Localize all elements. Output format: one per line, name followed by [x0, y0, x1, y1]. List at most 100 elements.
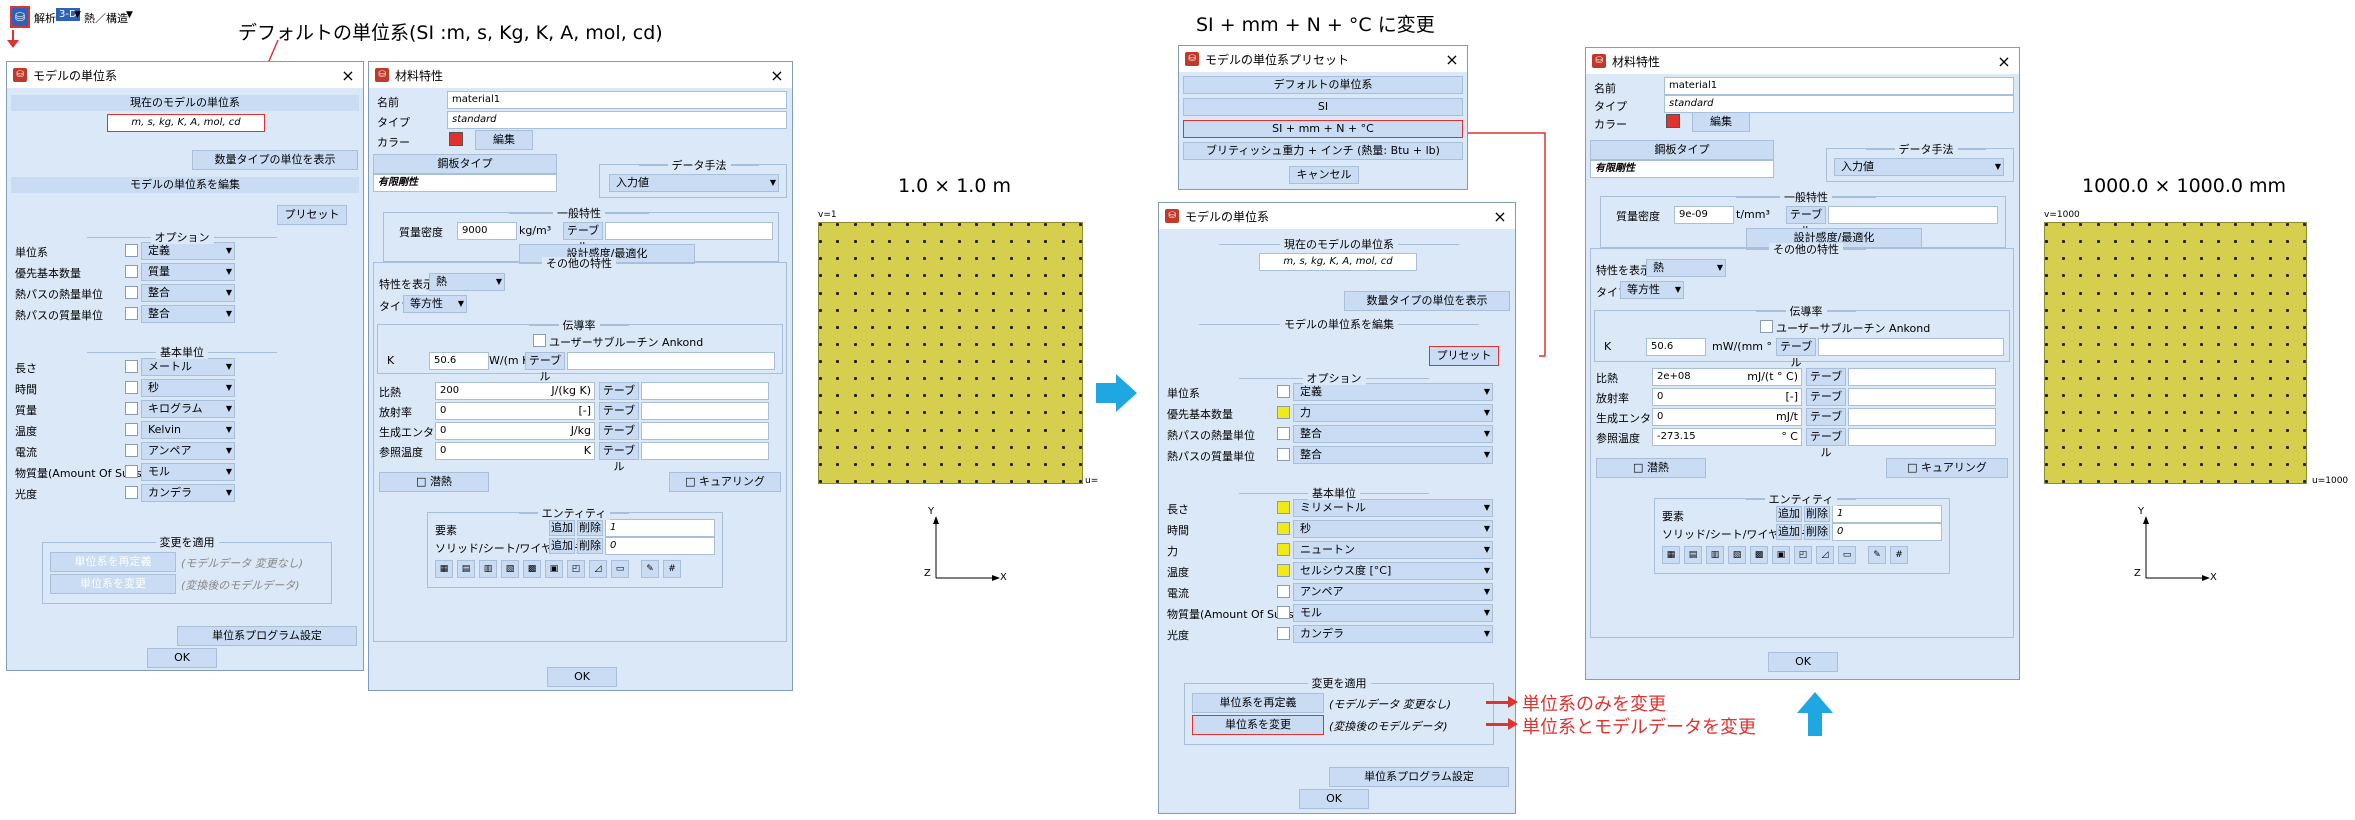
preset-si-mm-n-c[interactable]: SI + mm + N + °C	[1183, 120, 1463, 138]
select-node-icon[interactable]: ▧	[501, 560, 519, 578]
k-table-button[interactable]: テーブル	[525, 352, 565, 383]
property-value[interactable]: -273.15	[1652, 428, 1802, 446]
density-table-button[interactable]: テーブル	[1786, 206, 1826, 237]
unit-row-checkbox[interactable]	[125, 265, 138, 278]
close-icon[interactable]: ×	[770, 65, 784, 85]
thermal-dropdown-icon[interactable]: ▼	[126, 10, 133, 20]
unit-row-checkbox[interactable]	[125, 307, 138, 320]
unit-row-checkbox[interactable]	[1277, 448, 1290, 461]
property-table-button[interactable]: テーブル	[1806, 408, 1846, 439]
unit-row-checkbox[interactable]	[125, 465, 138, 478]
shell-type-button[interactable]: 鋼板タイプ	[373, 154, 557, 174]
unit-row-checkbox[interactable]	[125, 423, 138, 436]
unit-row-checkbox[interactable]	[1277, 522, 1290, 535]
property-value[interactable]: 200	[435, 382, 595, 400]
thermal-structure-label[interactable]: 熱／構造	[84, 12, 128, 25]
property-table-button[interactable]: テーブル	[599, 422, 639, 453]
property-table-button[interactable]: テーブル	[599, 402, 639, 433]
select-element-icon[interactable]: ▥	[1706, 546, 1724, 564]
unit-row-checkbox[interactable]	[1277, 564, 1290, 577]
density-table-button[interactable]: テーブル	[563, 222, 603, 253]
unit-row-select[interactable]: ミリメートル▼	[1293, 499, 1493, 517]
curing-button[interactable]: □ キュアリング	[669, 472, 781, 492]
name-field[interactable]: material1	[447, 91, 787, 109]
unit-row-select[interactable]: モル▼	[141, 463, 235, 481]
change-units-button[interactable]: 単位系を変更	[50, 574, 176, 594]
unit-row-select[interactable]: アンペア▼	[141, 442, 235, 460]
mode-dropdown-icon[interactable]: ▼	[74, 10, 81, 20]
unit-row-checkbox[interactable]	[125, 360, 138, 373]
unit-row-select[interactable]: ニュートン▼	[1293, 541, 1493, 559]
show-units-button[interactable]: 数量タイプの単位を表示	[192, 150, 358, 170]
edit-color-button[interactable]: 編集	[1692, 112, 1750, 132]
show-units-button[interactable]: 数量タイプの単位を表示	[1344, 291, 1510, 311]
solid-add-button[interactable]: 追加	[549, 538, 575, 554]
ok-button[interactable]: OK	[1768, 652, 1838, 672]
element-add-button[interactable]: 追加	[1776, 506, 1802, 522]
close-icon[interactable]: ×	[1997, 51, 2011, 71]
user-subroutine-checkbox[interactable]	[1760, 320, 1773, 333]
type2-select[interactable]: 等方性▼	[403, 295, 467, 313]
unit-row-select[interactable]: メートル▼	[141, 358, 235, 376]
program-settings-button[interactable]: 単位系プログラム設定	[1329, 767, 1509, 787]
unit-row-checkbox[interactable]	[1277, 501, 1290, 514]
element-delete-button[interactable]: 削除	[577, 520, 603, 536]
change-units-button[interactable]: 単位系を変更	[1192, 715, 1324, 735]
pick-icon[interactable]: ✎	[1868, 546, 1886, 564]
name-field[interactable]: material1	[1664, 77, 2014, 95]
data-method-select[interactable]: 入力値▼	[1834, 158, 2004, 176]
unit-row-checkbox[interactable]	[125, 381, 138, 394]
solid-add-button[interactable]: 追加	[1776, 524, 1802, 540]
property-value[interactable]: 0	[435, 422, 595, 440]
edit-color-button[interactable]: 編集	[475, 130, 533, 150]
unit-row-checkbox[interactable]	[1277, 406, 1290, 419]
property-value[interactable]: 2e+08	[1652, 368, 1802, 386]
select-body-icon[interactable]: ▣	[1772, 546, 1790, 564]
property-value[interactable]: 0	[1652, 408, 1802, 426]
property-value[interactable]: 0	[435, 442, 595, 460]
latent-heat-button[interactable]: □ 潜熱	[1596, 458, 1706, 478]
element-delete-button[interactable]: 削除	[1804, 506, 1830, 522]
ok-button[interactable]: OK	[1299, 789, 1369, 809]
select-all-icon[interactable]: ▦	[435, 560, 453, 578]
mode-button[interactable]: 3-D	[56, 8, 80, 21]
property-table-button[interactable]: テーブル	[1806, 388, 1846, 419]
property-value[interactable]: 0	[1652, 388, 1802, 406]
curing-button[interactable]: □ キュアリング	[1886, 458, 2008, 478]
unit-row-select[interactable]: 秒▼	[1293, 520, 1493, 538]
unit-row-checkbox[interactable]	[125, 286, 138, 299]
unit-row-select[interactable]: Kelvin▼	[141, 421, 235, 439]
unit-row-checkbox[interactable]	[125, 244, 138, 257]
redefine-button[interactable]: 単位系を再定義	[1192, 693, 1324, 713]
preset-british[interactable]: ブリティッシュ重力 + インチ (熱量: Btu + lb)	[1183, 142, 1463, 160]
property-table-button[interactable]: テーブル	[1806, 368, 1846, 399]
select-edge-icon[interactable]: ◿	[589, 560, 607, 578]
select-shell-icon[interactable]: ◰	[567, 560, 585, 578]
preset-button[interactable]: プリセット	[1429, 346, 1499, 366]
redefine-button[interactable]: 単位系を再定義	[50, 552, 176, 572]
unit-row-select[interactable]: 整合▼	[1293, 425, 1493, 443]
element-add-button[interactable]: 追加	[549, 520, 575, 536]
analysis-label[interactable]: 解析	[34, 12, 56, 25]
density-field[interactable]: 9000	[457, 222, 517, 240]
unit-row-select[interactable]: 質量▼	[141, 263, 235, 281]
type2-select[interactable]: 等方性▼	[1620, 281, 1684, 299]
unit-row-select[interactable]: カンデラ▼	[1293, 625, 1493, 643]
unit-row-select[interactable]: 整合▼	[141, 284, 235, 302]
k-table-button[interactable]: テーブル	[1776, 338, 1816, 369]
unit-row-select[interactable]: 秒▼	[141, 379, 235, 397]
density-field[interactable]: 9e-09	[1674, 206, 1734, 224]
ok-button[interactable]: OK	[147, 648, 217, 668]
solid-delete-button[interactable]: 削除	[1804, 524, 1830, 540]
select-edge-icon[interactable]: ◿	[1816, 546, 1834, 564]
close-icon[interactable]: ×	[1445, 49, 1459, 69]
unit-row-checkbox[interactable]	[1277, 385, 1290, 398]
preset-cancel-button[interactable]: キャンセル	[1289, 166, 1359, 184]
property-table-button[interactable]: テーブル	[1806, 428, 1846, 459]
unit-row-checkbox[interactable]	[125, 486, 138, 499]
show-property-select[interactable]: 熱▼	[1646, 259, 1726, 277]
shell-type-button[interactable]: 鋼板タイプ	[1590, 140, 1774, 160]
latent-heat-button[interactable]: □ 潜熱	[379, 472, 489, 492]
unit-row-checkbox[interactable]	[125, 444, 138, 457]
select-element-icon[interactable]: ▥	[479, 560, 497, 578]
